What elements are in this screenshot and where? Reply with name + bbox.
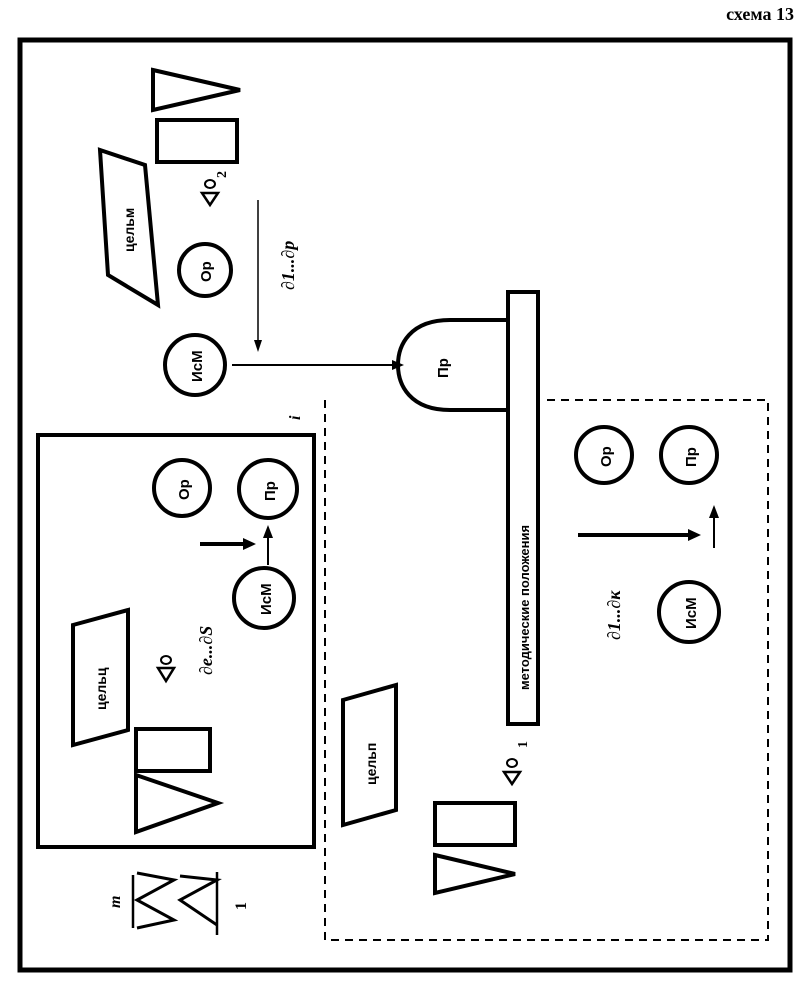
- ism-circle-bottom: [657, 580, 721, 644]
- nabla-symbol-bottom: 1: [501, 741, 531, 787]
- ism-circle-top: [163, 333, 227, 397]
- method-bar-label: методические положения: [517, 525, 532, 690]
- goal-c-parallelogram: [71, 607, 130, 748]
- pr-circle-bottom: [659, 425, 719, 485]
- method-bar: [506, 290, 540, 726]
- arrow-head-left-vertical: [263, 525, 273, 538]
- arrow-head-bottom-long: [688, 529, 701, 541]
- d-top-label: ∂1...∂р: [278, 241, 298, 290]
- nabla-subscript-2: 2: [215, 171, 230, 178]
- goal-p-label: цельп: [363, 743, 379, 785]
- arrow-head-left-short: [243, 538, 256, 550]
- dashed-box: [324, 399, 769, 941]
- ism-circle-left: [232, 566, 296, 630]
- rectangle-shape-bottom: [433, 801, 517, 847]
- rectangle-shape-top: [155, 118, 239, 164]
- rectangle-shape-left: [134, 727, 212, 773]
- nabla-subscript-1: 1: [516, 741, 531, 748]
- goal-m-label: цельм: [121, 208, 137, 252]
- goal-p-parallelogram: [341, 682, 398, 828]
- triangle-shape-top: [151, 67, 241, 113]
- scheme-label: схема 13: [726, 4, 794, 24]
- or-label-top: Ор: [198, 261, 215, 282]
- arrow-head-d-top: [254, 340, 262, 352]
- pr-label-left: Пр: [262, 481, 279, 501]
- left-box: [36, 433, 316, 849]
- index-i-label: i: [287, 415, 304, 420]
- d-bottom-label: ∂1...∂к: [604, 590, 624, 640]
- nabla-symbol-left: [155, 655, 177, 684]
- goal-m-parallelogram: [97, 147, 161, 309]
- d-inner-label: ∂е...∂S: [196, 626, 216, 675]
- pr-bulb: [395, 318, 510, 412]
- sum-upper-label: m: [107, 896, 124, 908]
- or-label-left: Ор: [176, 479, 193, 500]
- ism-label-top: ИсМ: [189, 350, 206, 382]
- pr-circle-left: [237, 458, 299, 520]
- or-circle-bottom: [574, 425, 634, 485]
- ism-label-left: ИсМ: [258, 583, 275, 615]
- or-circle-top: [177, 242, 233, 298]
- pr-bulb-label: Пр: [435, 358, 452, 378]
- triangle-shape-bottom: [433, 852, 516, 896]
- ism-label-bottom: ИсМ: [683, 597, 700, 629]
- nabla-symbol-top: 2: [199, 171, 230, 208]
- or-circle-left: [152, 458, 212, 518]
- or-label-bottom: Ор: [598, 446, 615, 467]
- sum-symbol: m 1: [107, 871, 250, 935]
- outer-frame: [17, 37, 793, 973]
- triangle-shape-left: [134, 772, 225, 835]
- pr-label-bottom: Пр: [683, 447, 700, 467]
- goal-c-label: цельц: [93, 667, 109, 710]
- arrow-head-bottom-vertical: [709, 505, 719, 518]
- sum-lower-label: 1: [233, 902, 250, 910]
